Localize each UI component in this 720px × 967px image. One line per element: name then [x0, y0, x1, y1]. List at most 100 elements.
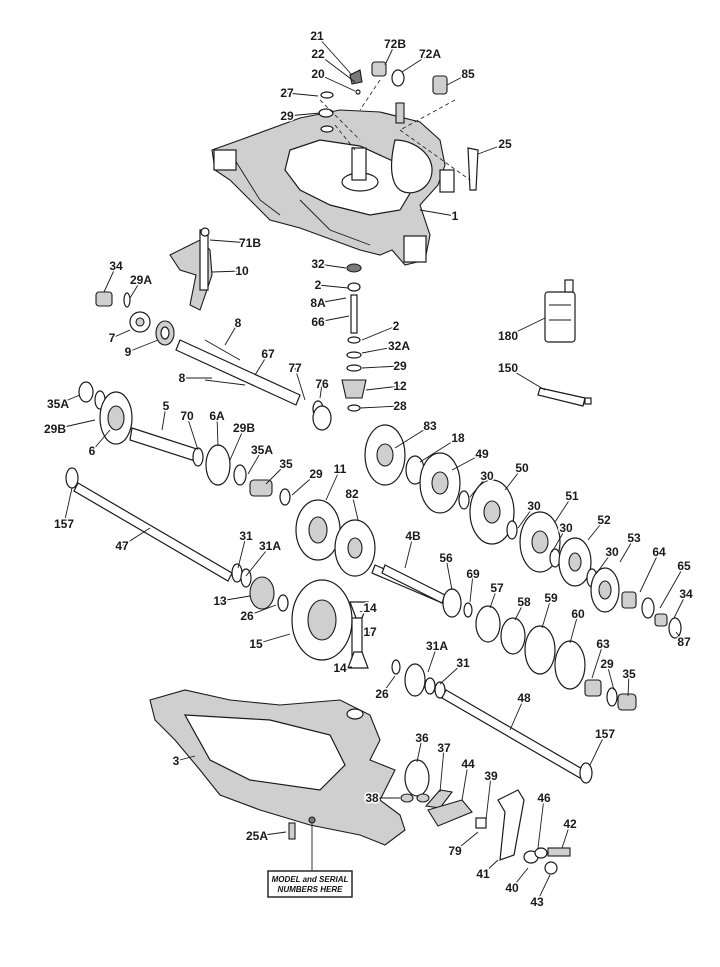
- leader-line: [517, 505, 535, 529]
- leader-line: [91, 429, 111, 452]
- leader-line: [439, 747, 445, 793]
- part-number-label: 22: [311, 47, 325, 61]
- part-number-label: 4B: [405, 529, 421, 543]
- leader-line: [319, 383, 323, 399]
- part-number-label: 59: [544, 591, 558, 605]
- part-number-label: 8: [179, 371, 186, 385]
- serial-box-line1: MODEL and SERIAL: [272, 875, 349, 884]
- leader-line: [477, 143, 506, 155]
- leader-line: [129, 279, 142, 299]
- leader-line: [589, 733, 606, 766]
- leader-line: [286, 112, 321, 117]
- leader-line: [569, 613, 579, 644]
- leader-line: [317, 263, 347, 269]
- part-number-label: 39: [484, 769, 498, 783]
- leader-line: [216, 415, 219, 447]
- leader-line: [103, 265, 117, 293]
- part-number-label: 43: [530, 895, 544, 909]
- part-number-label: 32A: [388, 339, 410, 353]
- leader-line: [404, 535, 414, 569]
- part-number-label: 36: [415, 731, 429, 745]
- shift-fork: [169, 227, 213, 311]
- leader-line: [627, 673, 630, 697]
- part-number-label: 29: [309, 467, 323, 481]
- part-number-label: 35A: [47, 397, 69, 411]
- leader-line: [291, 473, 317, 496]
- part-number-label: 31A: [426, 639, 448, 653]
- leader-line: [229, 427, 245, 461]
- leader-line: [121, 527, 151, 547]
- part-number-label: 180: [498, 329, 518, 343]
- part-number-label: 7: [109, 331, 116, 345]
- leader-line: [317, 53, 356, 83]
- leader-line: [247, 449, 263, 475]
- part-number-label: 25: [498, 137, 512, 151]
- part-number-label: 40: [505, 881, 519, 895]
- leader-line: [294, 367, 306, 401]
- leader-line: [445, 557, 453, 591]
- part-number-label: 72A: [419, 47, 441, 61]
- part-number-label: 72B: [384, 37, 406, 51]
- part-number-label: 79: [448, 844, 462, 858]
- leader-line: [237, 535, 247, 569]
- part-number-label: 15: [249, 637, 263, 651]
- leader-line: [485, 775, 492, 821]
- leader-line: [561, 823, 571, 849]
- part-number-label: 30: [480, 469, 494, 483]
- leader-line: [219, 595, 251, 602]
- differential-assembly: [249, 576, 446, 699]
- serial-box-line2: NUMBERS HERE: [278, 885, 344, 894]
- leader-line: [325, 468, 341, 501]
- part-number-label: 85: [461, 67, 475, 81]
- leader-line: [359, 405, 401, 409]
- oil-bottle: [544, 279, 576, 343]
- part-number-label: 8: [235, 316, 242, 330]
- leader-line: [394, 425, 431, 449]
- part-number-label: 64: [652, 545, 666, 559]
- leader-line: [361, 345, 400, 354]
- shift-rod: [175, 339, 332, 431]
- leader-line: [317, 73, 356, 92]
- leader-line: [509, 697, 525, 731]
- leader-line: [384, 43, 396, 66]
- part-number-label: 49: [475, 447, 489, 461]
- part-number-label: 1: [452, 209, 459, 223]
- part-number-label: 44: [461, 757, 475, 771]
- part-number-label: 34: [109, 259, 123, 273]
- part-number-label: 18: [451, 431, 465, 445]
- leader-line: [161, 405, 167, 431]
- brake-assembly: [400, 759, 571, 875]
- upper-housing: [211, 109, 455, 266]
- leader-line: [361, 325, 397, 341]
- leader-line: [186, 415, 199, 451]
- leader-line: [587, 519, 605, 541]
- leader-line: [316, 35, 353, 76]
- part-number-label: 52: [597, 513, 611, 527]
- leader-line: [673, 593, 687, 619]
- leader-line: [317, 284, 349, 289]
- leader-line: [419, 437, 459, 463]
- leader-line: [361, 631, 371, 639]
- part-number-label: 26: [240, 609, 254, 623]
- leader-line: [469, 573, 474, 603]
- part-number-label: 69: [466, 567, 480, 581]
- leader-line: [461, 763, 469, 801]
- part-number-label: 26: [375, 687, 389, 701]
- leader-line: [554, 495, 573, 523]
- leader-line: [659, 565, 685, 609]
- leader-line: [507, 317, 546, 337]
- leader-line: [541, 597, 552, 629]
- leader-line: [469, 475, 488, 498]
- part-number-label: 17: [363, 625, 377, 639]
- part-number-label: 67: [261, 347, 275, 361]
- part-number-label: 57: [490, 581, 504, 595]
- part-number-label: 150: [498, 361, 518, 375]
- part-number-label: 25A: [246, 829, 268, 843]
- leader-line: [489, 587, 498, 609]
- part-number-label: 35: [279, 457, 293, 471]
- part-number-label: 87: [677, 635, 691, 649]
- leader-line: [507, 367, 546, 391]
- part-number-label: 29: [393, 359, 407, 373]
- leader-line: [675, 631, 685, 643]
- leader-line: [211, 270, 243, 273]
